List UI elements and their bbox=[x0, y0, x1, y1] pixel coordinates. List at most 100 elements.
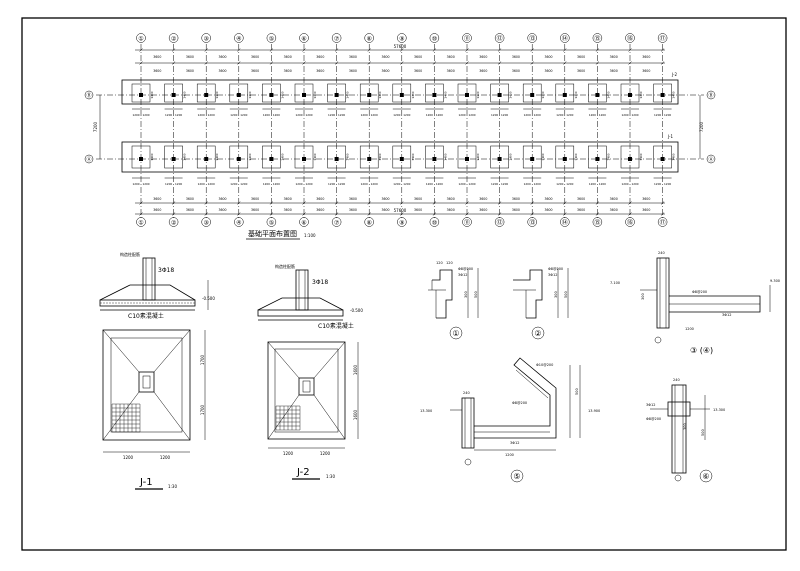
d5-note-5: 13.900 bbox=[588, 409, 600, 413]
axis-label-top: ⑯ bbox=[627, 35, 633, 43]
footing-dim: 1200 bbox=[426, 182, 433, 186]
d5-dim-1: 240 bbox=[463, 391, 470, 395]
bay-dim: 3600 bbox=[316, 197, 324, 201]
axis-label-bottom: ⑬ bbox=[529, 219, 535, 227]
bay-dim: 3600 bbox=[349, 55, 357, 59]
footing-dim: 1200 bbox=[338, 182, 345, 186]
footing-pad bbox=[196, 145, 216, 169]
j1-elev: -0.500 bbox=[202, 296, 215, 301]
footing-pad bbox=[555, 83, 575, 103]
bay-dim: 3600 bbox=[414, 55, 422, 59]
axis-label-top: ⑥ bbox=[301, 36, 306, 43]
footing-pad bbox=[294, 83, 314, 103]
bay-dim: 3600 bbox=[381, 55, 389, 59]
footing-dim: 1200 bbox=[491, 182, 498, 186]
axis-label-bottom: ⑧ bbox=[367, 220, 372, 227]
d3-note-4: 9.300 bbox=[770, 279, 780, 283]
j2-concrete-label: C10素混凝土 bbox=[318, 322, 354, 330]
footing-dim: 1200 bbox=[599, 113, 606, 117]
footing-pad bbox=[620, 83, 640, 103]
column-mark bbox=[660, 93, 665, 97]
axis-label-top: ⑬ bbox=[529, 35, 535, 43]
footing-pad bbox=[522, 83, 542, 103]
j1-width-dim-1: 1200 bbox=[123, 455, 134, 460]
footing-dim: 1200 bbox=[208, 182, 215, 186]
bay-dim: 3600 bbox=[186, 197, 194, 201]
footing-dim: 1200 bbox=[458, 113, 465, 117]
column-mark bbox=[171, 157, 176, 161]
j2-bar-label: 3Φ18 bbox=[312, 279, 328, 286]
footing-dim: 1400 bbox=[150, 91, 154, 98]
footing-j1: 构造柱配筋 3Φ18 -0.500 C10素混凝土 1200 1200 1700… bbox=[99, 251, 215, 490]
column-mark bbox=[562, 93, 567, 97]
footing-dim: 1400 bbox=[509, 91, 513, 98]
footing-dim: 1200 bbox=[589, 182, 596, 186]
column-mark bbox=[236, 93, 241, 97]
bay-dim: 3600 bbox=[577, 208, 585, 212]
d1-dim-3: 300 bbox=[464, 291, 468, 298]
j1-bar-label: 3Φ18 bbox=[158, 267, 174, 274]
axis-label-bottom: ④ bbox=[236, 220, 241, 227]
j1-h-dim-2: 1700 bbox=[200, 404, 205, 415]
footing-dim: 1400 bbox=[313, 91, 317, 98]
footing-dim: 1200 bbox=[263, 113, 270, 117]
footing-pad bbox=[490, 83, 509, 103]
footing-dim: 1400 bbox=[346, 91, 350, 98]
footing-pad bbox=[164, 83, 183, 103]
footing-pad bbox=[620, 145, 640, 169]
detail-6: 240 13.300 3Φ12 Φ8@200 300 500 ⑥ bbox=[646, 378, 725, 483]
footing-dim: 1200 bbox=[240, 113, 247, 117]
footing-dim: 1200 bbox=[393, 182, 400, 186]
footing-dim: 1200 bbox=[295, 113, 302, 117]
d3-dim-1: 240 bbox=[658, 251, 665, 255]
footing-dim: 1200 bbox=[273, 182, 280, 186]
footing-dim: 1400 bbox=[639, 153, 643, 160]
column-mark bbox=[628, 157, 632, 161]
footing-dim: 1400 bbox=[346, 153, 350, 160]
bay-dim: 3600 bbox=[414, 197, 422, 201]
footing-dim: 1400 bbox=[574, 153, 578, 160]
footing-dim: 1200 bbox=[165, 182, 172, 186]
bay-dim: 3600 bbox=[512, 208, 520, 212]
bay-dim: 3600 bbox=[642, 197, 650, 201]
footing-dim: 1400 bbox=[411, 91, 415, 98]
d6-note-3: Φ8@200 bbox=[646, 417, 661, 421]
footing-dim: 1200 bbox=[556, 182, 563, 186]
footing-dim: 1200 bbox=[403, 182, 410, 186]
footing-dim: 1400 bbox=[541, 91, 545, 98]
column-mark bbox=[367, 157, 372, 161]
axis-label-bottom: ③ bbox=[204, 220, 209, 227]
axis-label-top: ⑤ bbox=[269, 36, 274, 43]
axis-label-bottom: ⑩ bbox=[432, 220, 437, 227]
bay-dim: 3600 bbox=[251, 208, 259, 212]
footing-dim: 1200 bbox=[305, 113, 312, 117]
column-mark bbox=[171, 93, 176, 97]
d5-note-1: Φ8@200 bbox=[512, 401, 527, 405]
axis-label-top: ⑩ bbox=[432, 36, 437, 43]
footing-dim: 1200 bbox=[338, 113, 345, 117]
footing-dim: 1200 bbox=[654, 182, 661, 186]
footing-dim: 1200 bbox=[230, 113, 237, 117]
bay-dim: 3600 bbox=[186, 55, 194, 59]
j1-title: J-1 bbox=[139, 477, 153, 488]
j2-width-dim-2: 1200 bbox=[320, 451, 331, 456]
plan-title: 基础平面布置图 bbox=[248, 229, 297, 238]
footing-dim: 1400 bbox=[378, 153, 382, 160]
d5-dim-3: 1200 bbox=[505, 453, 514, 457]
plan-row-dim-right: 7200 bbox=[699, 121, 704, 132]
footing-dim: 1200 bbox=[631, 182, 638, 186]
d6-dim-2: 300 bbox=[683, 423, 687, 430]
detail-3: 240 Φ8@200 3Φ12 7.100 9.300 300 1200 ③ (… bbox=[610, 251, 780, 355]
bay-dim: 3600 bbox=[284, 197, 292, 201]
footing-dim: 1200 bbox=[198, 113, 205, 117]
footing-dim: 1400 bbox=[280, 153, 284, 160]
bay-dim: 3600 bbox=[447, 55, 455, 59]
bay-dim: 3600 bbox=[251, 197, 259, 201]
d1-note-1: Φ8@200 bbox=[458, 267, 473, 271]
column-mark bbox=[562, 157, 567, 161]
j1-top-label: 构造柱配筋 bbox=[120, 251, 140, 257]
column-mark bbox=[465, 93, 469, 97]
footing-pad bbox=[425, 145, 444, 169]
footing-pad bbox=[425, 83, 444, 103]
footing-dim: 1200 bbox=[534, 182, 541, 186]
